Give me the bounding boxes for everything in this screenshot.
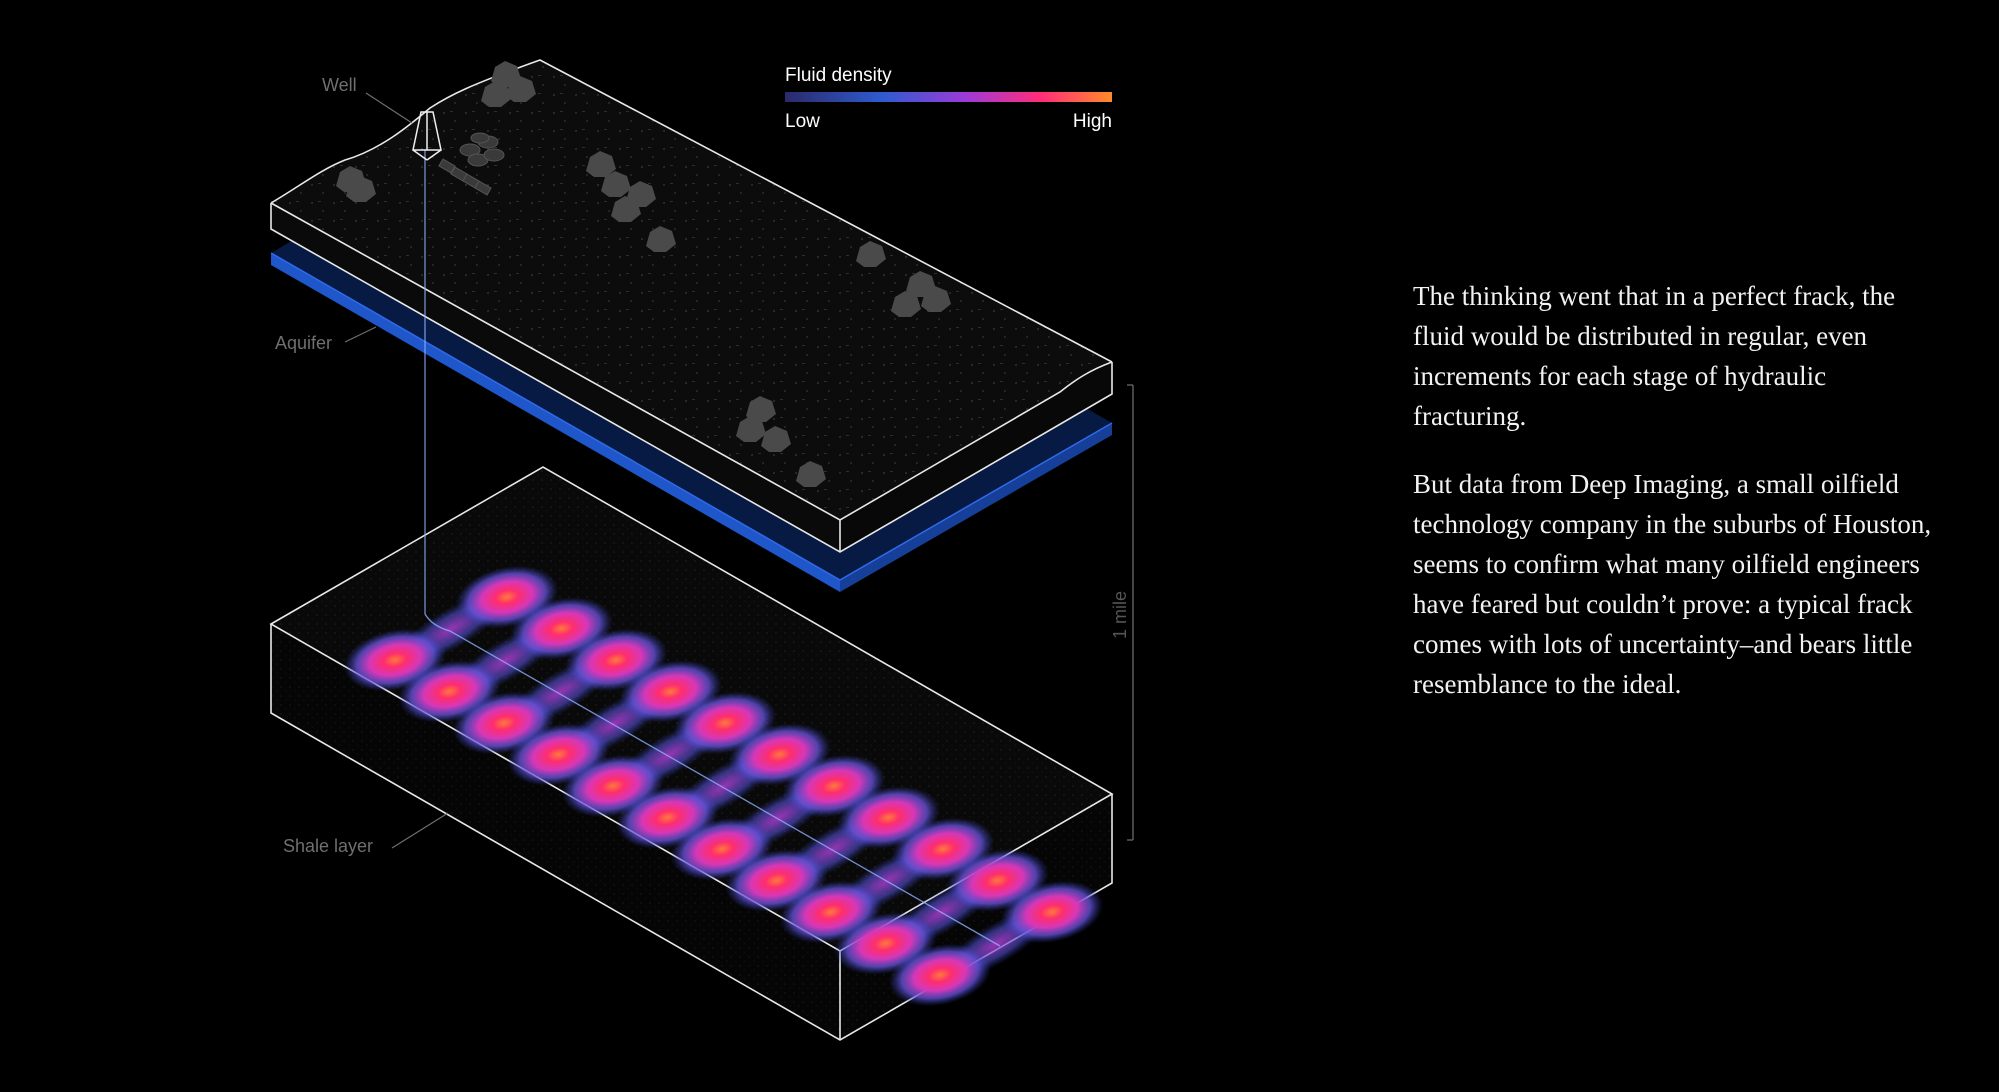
scale-label: 1 mile xyxy=(1110,591,1130,639)
tree-icon xyxy=(796,461,826,487)
tree-icon xyxy=(346,176,376,202)
tree-icon xyxy=(761,426,791,452)
tree-icon xyxy=(736,416,766,442)
horizontal-wellbore xyxy=(424,613,1001,947)
tree-icon xyxy=(481,81,511,107)
tree-icon xyxy=(506,76,536,102)
aquifer-leader-line xyxy=(344,326,377,343)
legend-high-label: High xyxy=(1073,111,1112,132)
shale-layer-label: Shale layer xyxy=(283,836,373,856)
article-paragraph-2: But data from Deep Imaging, a small oilf… xyxy=(1413,469,1932,699)
tree-icon xyxy=(586,151,616,177)
fracture-density-blob xyxy=(1000,880,1104,944)
surface-front-face xyxy=(271,203,840,552)
tree-icon xyxy=(891,291,921,317)
aquifer-label: Aquifer xyxy=(275,333,332,353)
tree-icon xyxy=(601,171,631,197)
legend-title: Fluid density xyxy=(785,65,892,86)
fracture-density-blob xyxy=(888,943,992,1007)
article-paragraph-1: The thinking went that in a perfect frac… xyxy=(1413,281,1896,431)
fracture-density-blobs xyxy=(343,565,1104,1007)
tree-icon xyxy=(856,241,886,267)
legend-low-label: Low xyxy=(785,111,820,132)
tree-icon xyxy=(646,226,676,252)
legend-color-ramp xyxy=(785,92,1112,102)
storage-tanks xyxy=(438,132,505,196)
well-label: Well xyxy=(322,75,357,95)
well-derrick-icon xyxy=(412,111,442,161)
surface-right-face xyxy=(840,362,1112,552)
tree-icon xyxy=(746,396,776,422)
tree-clusters xyxy=(336,61,951,487)
well-leader-line xyxy=(365,92,413,124)
article-text: The thinking went that in a perfect frac… xyxy=(1413,276,1933,732)
legend: Fluid density Low High xyxy=(785,65,1112,132)
scale-bar xyxy=(1127,384,1134,841)
ground-surface xyxy=(270,59,1113,553)
tree-icon xyxy=(611,196,641,222)
shale-leader-line xyxy=(391,812,449,849)
tree-icon xyxy=(921,286,951,312)
